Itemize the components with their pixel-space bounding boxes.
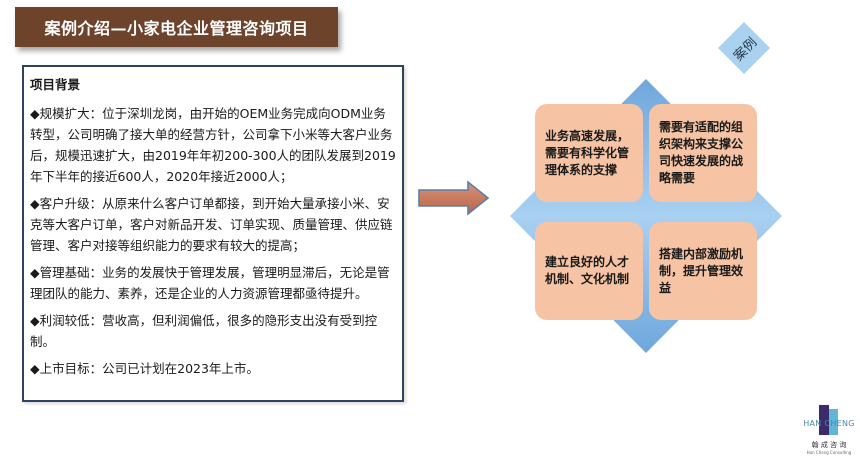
logo-name-cn: 翰 成 咨 询 [811,441,847,449]
project-background-box: 项目背景 ◆规模扩大：位于深圳龙岗，由开始的OEM业务完成向ODM业务转型，公司… [22,65,404,402]
strategy-matrix: 业务高速发展，需要有科学化管理体系的支撑 需要有适配的组织架构来支撑公司快速发展… [508,77,784,355]
right-arrow-icon [418,180,490,216]
matrix-cell-bottom-right: 搭建内部激励机制，提升管理效益 [649,222,757,320]
matrix-cell-top-right: 需要有适配的组织架构来支撑公司快速发展的战略需要 [649,104,757,202]
background-item-ipo: ◆上市目标：公司已计划在2023年上市。 [30,361,259,376]
background-item-scale: ◆规模扩大：位于深圳龙岗，由开始的OEM业务完成向ODM业务转型，公司明确了接大… [30,106,396,184]
page-title-banner: 案例介绍—小家电企业管理咨询项目 [15,7,338,47]
hancheng-logo-icon [819,405,838,435]
background-item-management: ◆管理基础：业务的发展快于管理发展，管理明显滞后，无论是管理团队的能力、素养，还… [30,265,390,301]
matrix-cell-top-left: 业务高速发展，需要有科学化管理体系的支撑 [535,104,643,202]
background-heading: 项目背景 [30,77,81,92]
background-item-customer: ◆客户升级：从原来什么客户订单都接，到开始大量承接小米、安克等大客户订单，客户对… [30,196,393,253]
page-title: 案例介绍—小家电企业管理咨询项目 [44,19,309,38]
background-item-profit: ◆利润较低：营收高，但利润偏低，很多的隐形支出没有受到控制。 [30,313,378,349]
logo-subtitle: Han Cheng Consulting [806,450,852,455]
matrix-cell-bottom-left: 建立良好的人才机制、文化机制 [535,222,643,320]
case-tag-diamond [718,22,770,74]
logo-name-en: HAN CHENG [803,419,855,428]
